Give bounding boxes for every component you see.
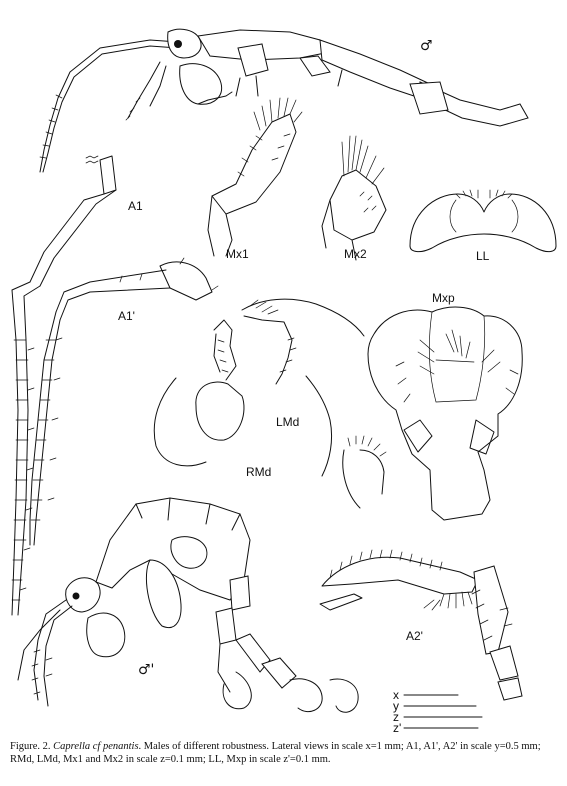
- lmd-drawing: [241, 298, 365, 477]
- eye-icon: [174, 40, 182, 48]
- scale-bar-legend: x y z z': [393, 688, 483, 735]
- mx2-drawing: [321, 135, 387, 261]
- ll-drawing: [409, 189, 557, 253]
- figure-caption: Figure. 2. Caprella cf penantis. Males o…: [10, 740, 558, 766]
- small-marks: [85, 155, 99, 164]
- scale-label-z-prime: z': [393, 721, 401, 735]
- caption-text: . Males of different robustness. Lateral…: [10, 741, 541, 765]
- a2-prime-drawing: [319, 549, 523, 701]
- label-a1: A1: [128, 199, 143, 213]
- a1-antenna-drawing: [11, 155, 117, 616]
- male-lateral-bottom: [17, 497, 359, 713]
- caption-species: Caprella cf penantis: [53, 741, 139, 752]
- rmd-drawing: [153, 319, 245, 467]
- a1-prime-antenna-drawing: [29, 257, 219, 546]
- male-top-symbol: ♂: [420, 38, 433, 54]
- male-lateral-top: [39, 28, 529, 173]
- label-a2-prime: A2': [406, 629, 423, 643]
- caption-prefix: Figure. 2.: [10, 741, 54, 752]
- label-ll: LL: [476, 249, 490, 263]
- label-rmd: RMd: [246, 465, 271, 479]
- eye-icon: [72, 592, 80, 600]
- label-mx2: Mx2: [344, 247, 367, 261]
- label-mx1: Mx1: [226, 247, 249, 261]
- mxp-drawing: [367, 306, 523, 521]
- scale-label-y: y: [393, 699, 399, 713]
- scale-label-z: z: [393, 710, 399, 724]
- palp-detail-drawing: [342, 435, 387, 509]
- label-mxp: Mxp: [432, 291, 455, 305]
- mx1-drawing: [207, 97, 303, 257]
- label-lmd: LMd: [276, 415, 299, 429]
- label-a1-prime: A1': [118, 309, 135, 323]
- male-bottom-symbol: ♂': [138, 662, 154, 678]
- scale-label-x: x: [393, 688, 399, 702]
